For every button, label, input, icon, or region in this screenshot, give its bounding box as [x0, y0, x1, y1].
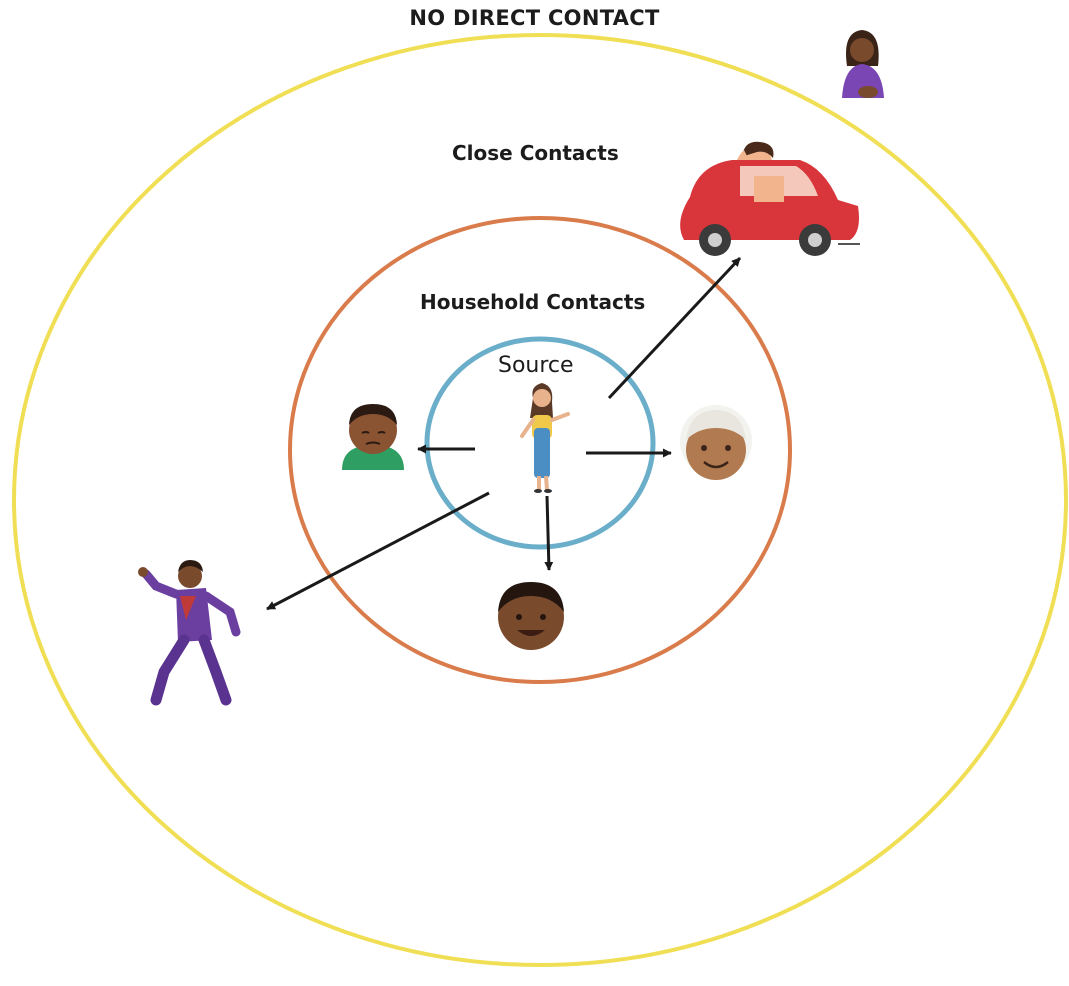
household-grandparent-figure: [680, 405, 752, 480]
source-woman-figure: [520, 383, 570, 493]
no-contact-woman-figure: [842, 30, 884, 98]
source-ring: [424, 336, 656, 550]
close-contacts-ring: [12, 33, 1068, 967]
no-direct-contact-label: NO DIRECT CONTACT: [409, 6, 660, 30]
arrow-to-man: [544, 495, 554, 571]
close-driver-car-figure: [680, 141, 860, 256]
arrow-to-car: [607, 256, 742, 400]
household-contacts-ring: [288, 216, 792, 684]
source-label: Source: [498, 353, 574, 378]
close-dancing-man-figure: [138, 560, 241, 706]
household-boy-figure: [342, 404, 404, 470]
household-contacts-label: Household Contacts: [420, 290, 646, 314]
close-contacts-label: Close Contacts: [452, 141, 619, 165]
arrow-to-dancer: [266, 491, 490, 611]
household-man-figure: [498, 582, 564, 650]
